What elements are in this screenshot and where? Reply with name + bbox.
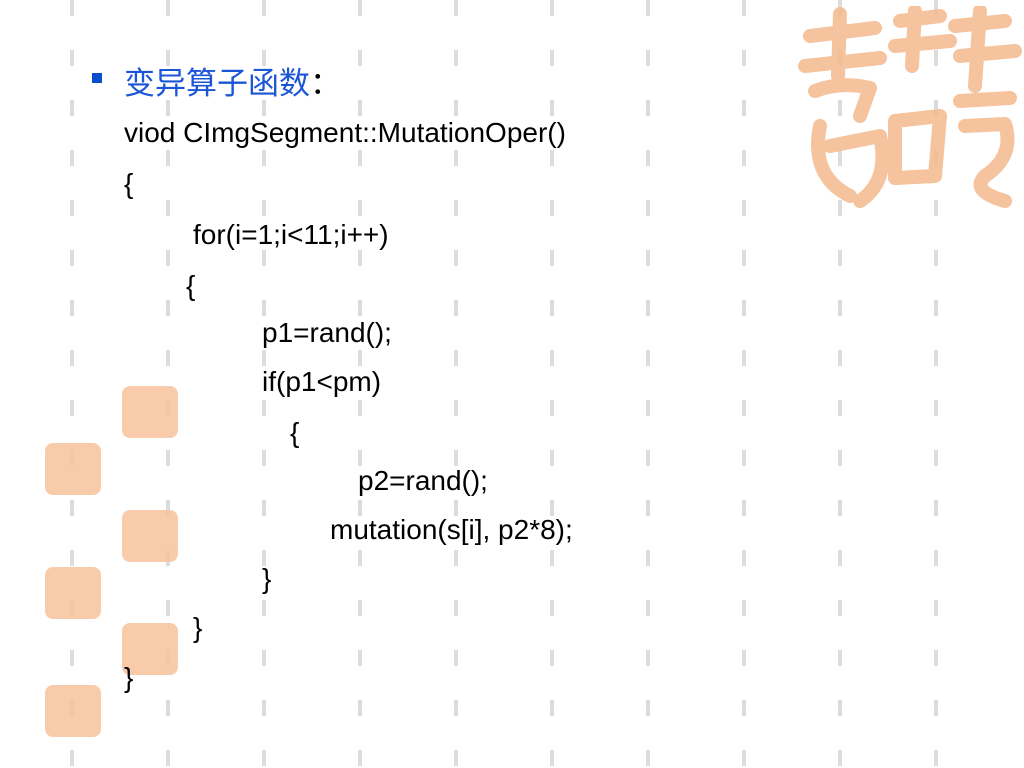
code-line-close-brace: }: [124, 662, 134, 693]
code-line-p2: p2=rand();: [358, 465, 488, 496]
small-seal-icon: [122, 623, 178, 675]
code-line-signature: viod CImgSegment::MutationOper(): [124, 117, 566, 148]
code-line-open-brace: {: [290, 417, 300, 448]
code-line-open-brace: {: [186, 270, 196, 301]
bullet-square-icon: [92, 73, 102, 83]
code-line-p1: p1=rand();: [262, 317, 392, 348]
code-line-for: for(i=1;i<11;i++): [193, 219, 389, 250]
code-line-mutation: mutation(s[i], p2*8);: [330, 514, 573, 545]
code-line-close-brace: }: [193, 612, 203, 643]
code-line-open-brace: {: [124, 168, 134, 199]
small-seal-icon: [45, 685, 101, 737]
small-seal-icon: [45, 567, 101, 619]
small-seal-icon: [122, 510, 178, 562]
heading-colon: ：: [310, 66, 341, 102]
small-seal-icon: [122, 386, 178, 438]
small-seal-icon: [45, 443, 101, 495]
heading-text: 变异算子函数: [124, 66, 310, 102]
code-line-close-brace: }: [262, 563, 272, 594]
code-line-if: if(p1<pm): [262, 366, 382, 397]
auspicious-seal-icon: [798, 6, 1022, 208]
slide-heading: 变异算子函数：: [124, 58, 341, 103]
